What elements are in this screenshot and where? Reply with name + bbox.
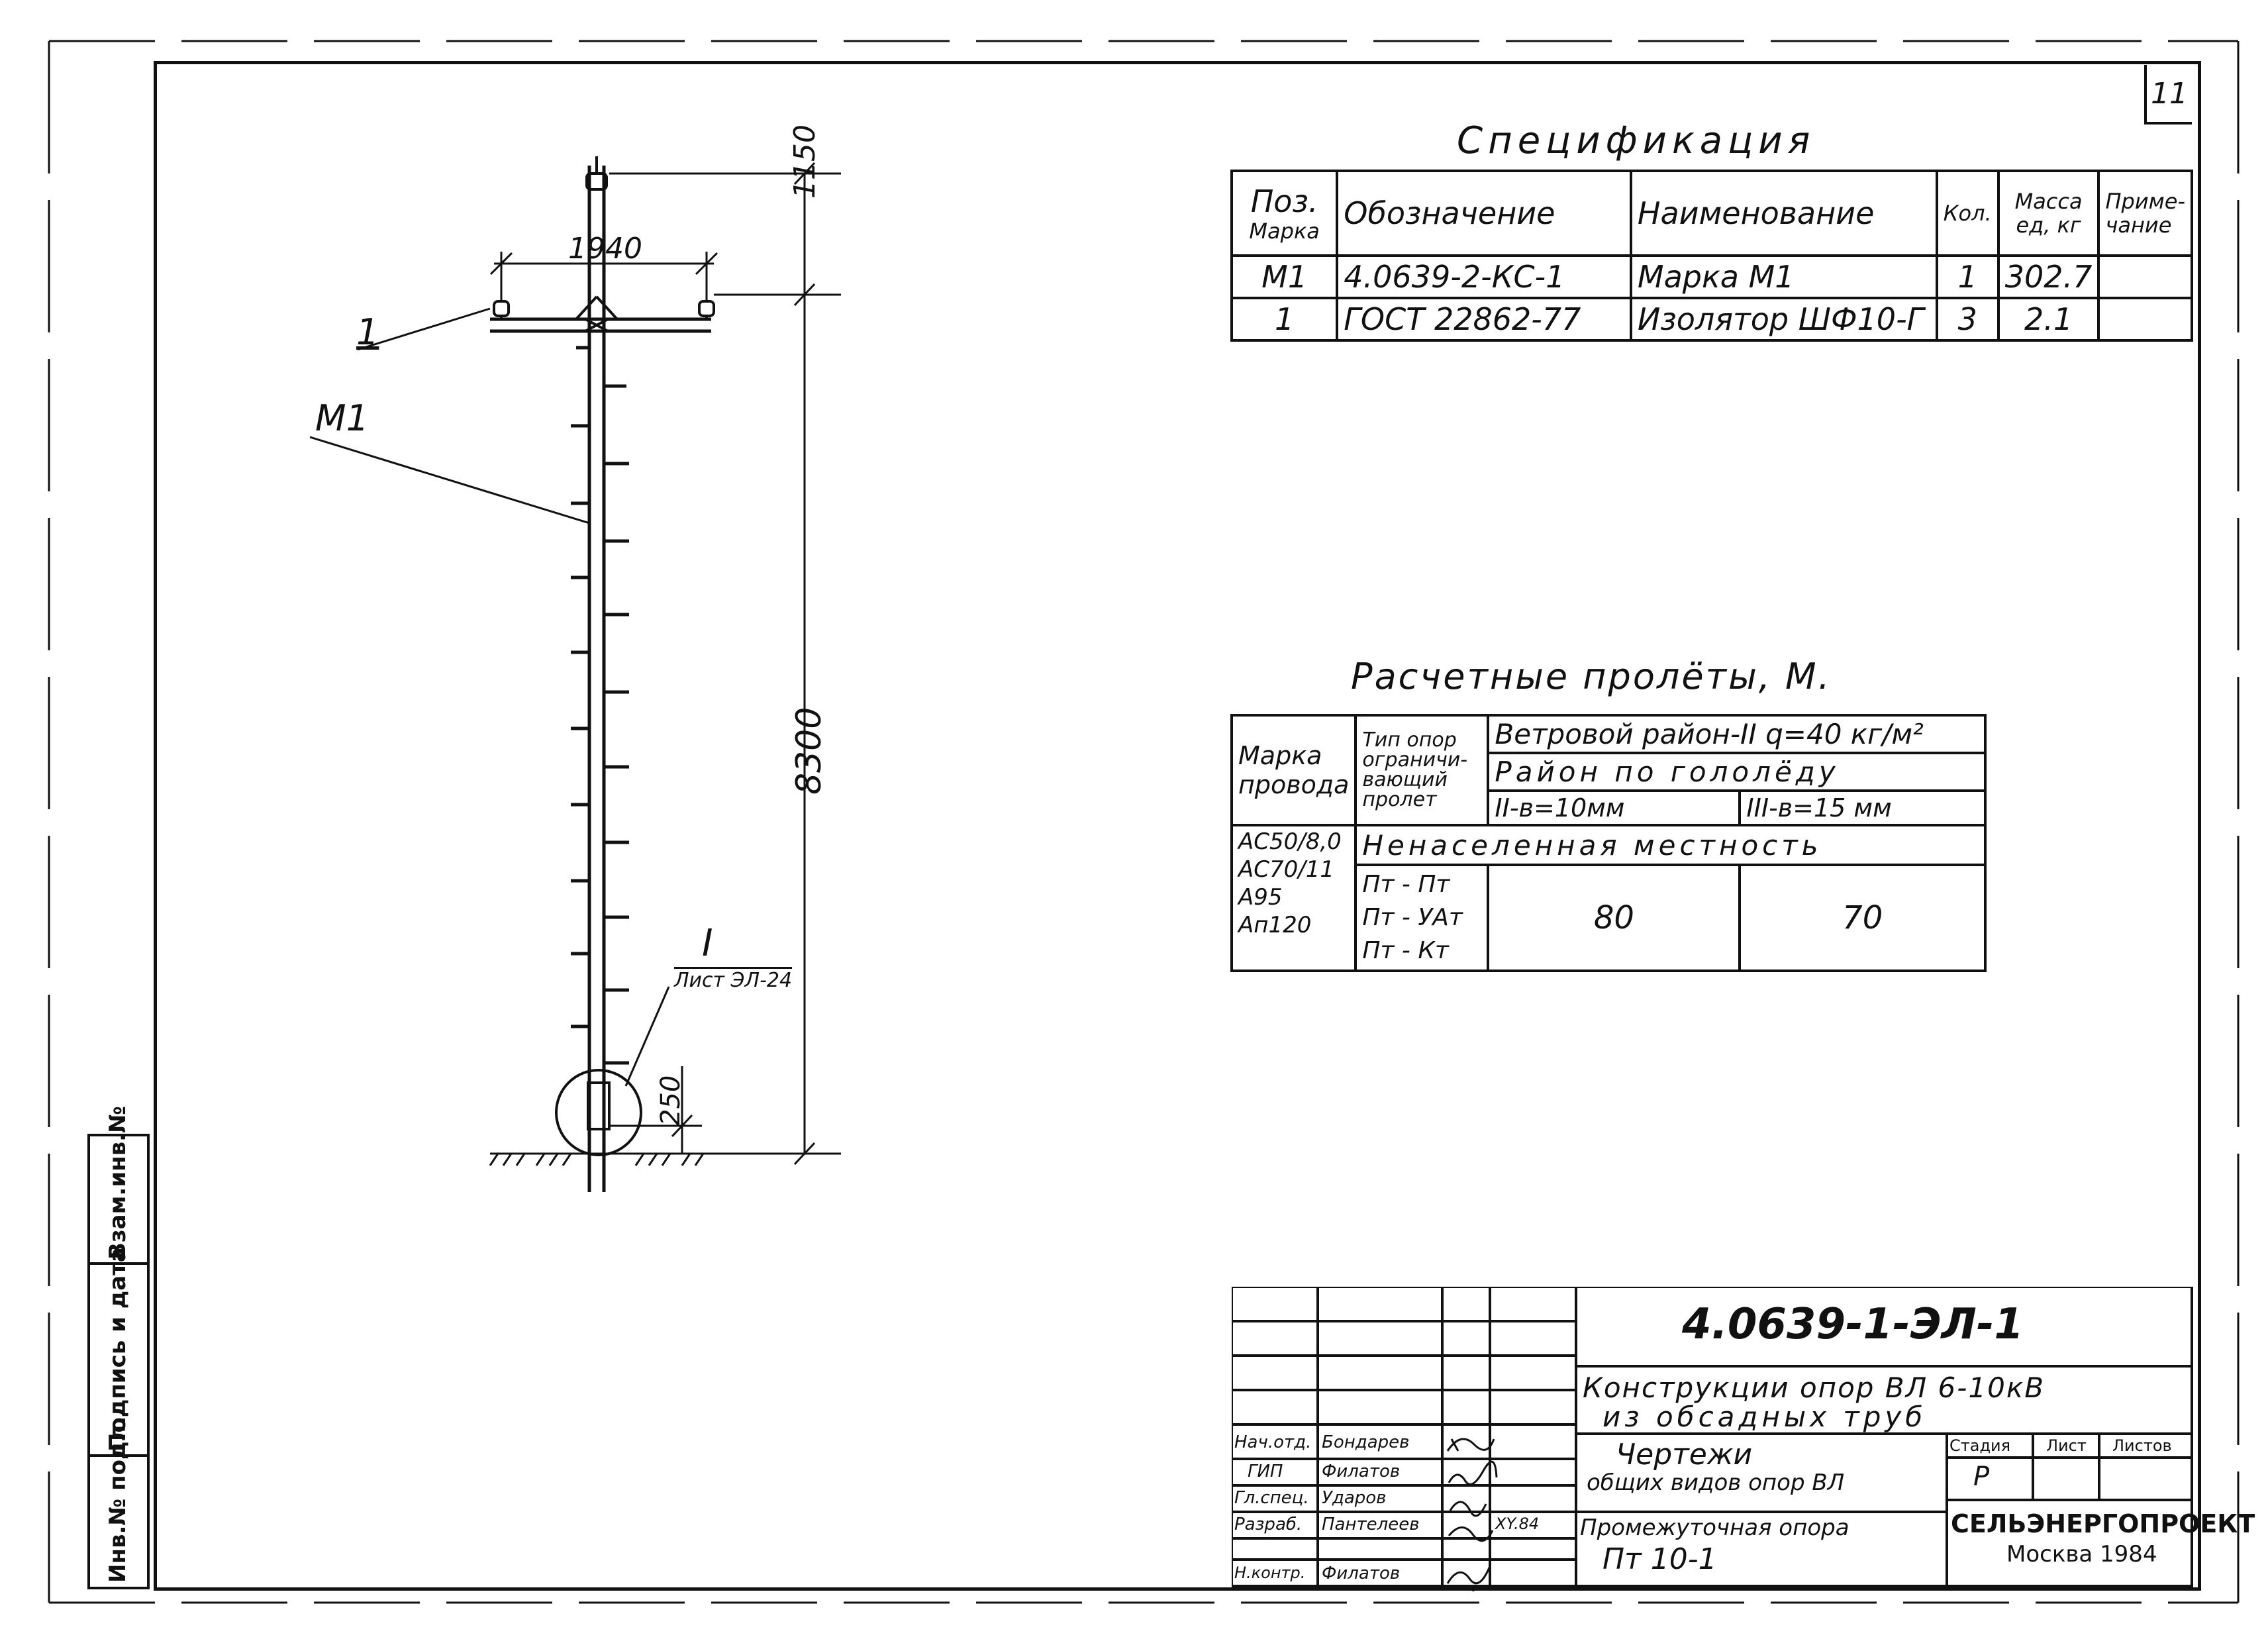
dim-8300: 8300	[789, 707, 829, 795]
spec-h-mass: Масса	[2014, 189, 2083, 214]
spec-cell: ГОСТ 22862-77	[1336, 297, 1632, 342]
spans-h-type-4: пролет	[1362, 788, 1437, 811]
sig-role: Гл.спец.	[1234, 1488, 1309, 1508]
spec-h-pos-sub: Марка	[1249, 219, 1320, 244]
spec-cell: 1	[1230, 297, 1339, 342]
spans-h-wire: Марка	[1238, 741, 1322, 770]
spans-title: Расчетные пролёты, М.	[1351, 656, 1832, 697]
spans-ice-a: II-в=10мм	[1487, 789, 1742, 826]
wire-item: А95	[1238, 884, 1283, 911]
sig-role: Разраб.	[1234, 1515, 1303, 1534]
spec-cell: 2.1	[1997, 297, 2100, 342]
title-block: 4.0639-1-ЭЛ-1 Конструкции опор ВЛ 6-10кВ…	[1232, 1287, 2255, 1591]
leader-pos-1: 1	[356, 311, 379, 353]
stamp-inv-replace: Взам.инв.№	[105, 1106, 131, 1260]
spans-h-type-3: вающий	[1362, 768, 1448, 791]
wire-item: АС70/11	[1238, 856, 1334, 883]
spans-area: Ненаселенная местность	[1356, 824, 1987, 866]
node-label: I	[702, 922, 713, 965]
spans-h-type: Тип опор	[1362, 728, 1457, 752]
spec-table: Поз.Марка Обозначение Наименование Кол. …	[1230, 170, 2193, 342]
stamp-inv-orig: Инв.№ подл.	[105, 1416, 131, 1583]
project-title-2: из обсадных труб	[1602, 1401, 1927, 1433]
spans-h-type-2: ограничи-	[1362, 748, 1468, 772]
stage-header: Стадия	[1949, 1436, 2011, 1455]
spec-title: Спецификация	[1457, 119, 1816, 162]
dim-1940: 1940	[568, 232, 642, 266]
org-city: Москва 1984	[2006, 1541, 2157, 1568]
drawing-frame	[154, 61, 2201, 1591]
sig-name: Бондарев	[1322, 1432, 1410, 1452]
element-code: Пт 10-1	[1602, 1542, 1717, 1576]
sheet-title: Чертежи	[1616, 1438, 1753, 1471]
dim-1150: 1150	[788, 124, 822, 199]
spec-cell: Изолятор ШФ10-Г	[1629, 297, 1938, 342]
node-reference: Лист ЭЛ-24	[674, 967, 793, 992]
type-item: Пт - Кт	[1362, 937, 1449, 964]
wire-item: Ап120	[1238, 912, 1312, 938]
sig-name: Филатов	[1322, 1564, 1401, 1583]
spec-cell: 4.0639-2-КС-1	[1336, 254, 1632, 299]
sig-role: Н.контр.	[1234, 1564, 1306, 1582]
spec-h-qty: Кол.	[1935, 170, 2000, 257]
spec-cell: Марка М1	[1629, 254, 1938, 299]
span-value-a: 80	[1487, 864, 1742, 972]
spans-ice: Район по гололёду	[1487, 752, 1987, 792]
table-row: М1 4.0639-2-КС-1 Марка М1 1 302.7	[1230, 254, 2193, 299]
sig-date: XY.84	[1495, 1515, 1540, 1533]
org-name: СЕЛЬЭНЕРГОПРОЕКТ	[1951, 1509, 2255, 1538]
spec-h-mass-sub: ед, кг	[2016, 213, 2081, 238]
doc-code: 4.0639-1-ЭЛ-1	[1682, 1300, 2024, 1349]
spec-cell: 1	[1935, 254, 2000, 299]
span-value-b: 70	[1738, 864, 1987, 972]
spec-cell: М1	[1230, 254, 1339, 299]
type-item: Пт - УАт	[1362, 904, 1463, 931]
sig-role: Нач.отд.	[1234, 1432, 1312, 1452]
spec-cell: 3	[1935, 297, 2000, 342]
spec-cell	[2097, 297, 2193, 342]
spans-h-wire-sub: провода	[1238, 770, 1350, 799]
sheet-header: Лист	[2046, 1436, 2087, 1455]
project-title: Конструкции опор ВЛ 6-10кВ	[1583, 1371, 2046, 1404]
spec-h-designation: Обозначение	[1336, 170, 1632, 257]
spec-h-name: Наименование	[1629, 170, 1938, 257]
leader-m1: M1	[315, 397, 369, 439]
handwritten-signatures	[1446, 1438, 1498, 1591]
type-item: Пт - Пт	[1362, 871, 1450, 898]
spans-wind: Ветровой район-II q=40 кг/м²	[1487, 714, 1987, 754]
dim-250: 250	[656, 1075, 686, 1126]
sheet-title-2: общих видов опор ВЛ	[1587, 1469, 1845, 1496]
sig-role: ГИП	[1248, 1462, 1283, 1481]
sig-name: Ударов	[1322, 1488, 1387, 1508]
spans-ice-b: III-в=15 мм	[1738, 789, 1987, 826]
sheets-header: Листов	[2112, 1436, 2172, 1455]
element-title: Промежуточная опора	[1580, 1515, 1849, 1541]
spec-cell	[2097, 254, 2193, 299]
spec-cell: 302.7	[1997, 254, 2100, 299]
table-row: 1 ГОСТ 22862-77 Изолятор ШФ10-Г 3 2.1	[1230, 297, 2193, 342]
spec-h-note: Приме-	[2105, 189, 2185, 214]
sheet-number: 11	[2144, 65, 2192, 124]
spec-h-note-sub: чание	[2105, 213, 2172, 238]
spec-h-pos: Поз.	[1250, 183, 1318, 219]
side-stamp: Взам.инв.№ Подпись и дата Инв.№ подл.	[87, 1106, 150, 1589]
sig-name: Филатов	[1322, 1462, 1401, 1481]
wire-item: АС50/8,0	[1238, 828, 1342, 855]
stage-value: Р	[1973, 1462, 1990, 1492]
sig-name: Пантелеев	[1322, 1515, 1420, 1534]
